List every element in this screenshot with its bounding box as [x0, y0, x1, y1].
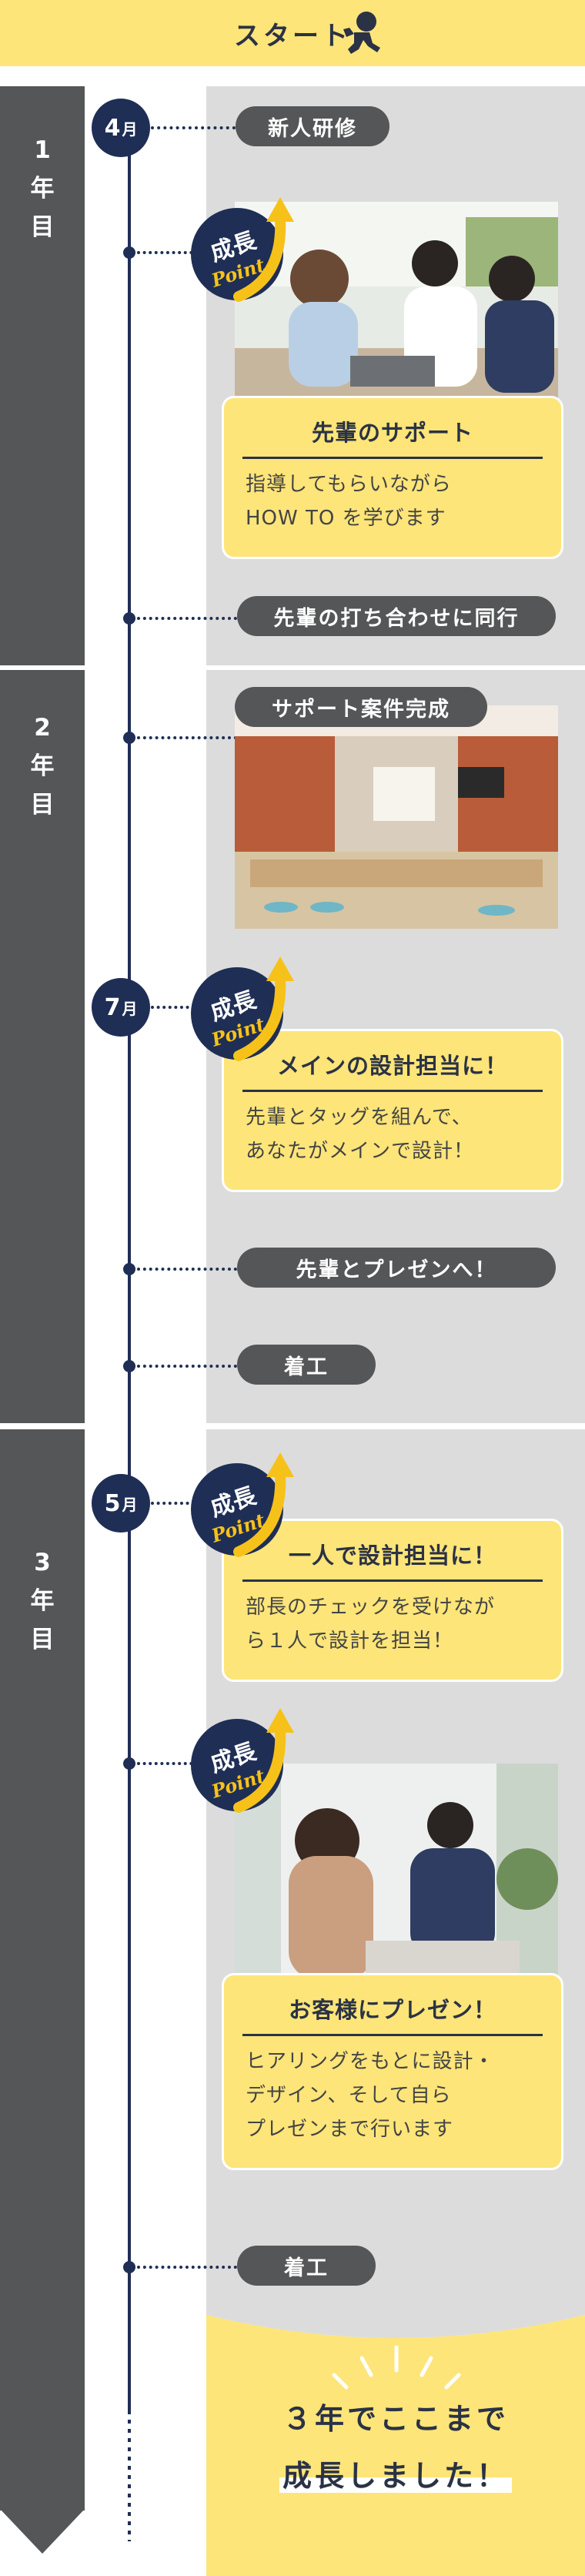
- milestone-accompany: 先輩の打ち合わせに同行: [237, 596, 556, 636]
- card-body-2: ら１人で設計を担当！: [246, 1630, 454, 1653]
- year-3-arrow: [0, 2509, 85, 2554]
- card-title: メインの設計担当に！: [242, 1048, 543, 1092]
- year-3-label-1: 3: [34, 1549, 51, 1576]
- start-label: スタート: [234, 20, 351, 52]
- timeline-dot: [123, 1263, 135, 1275]
- year-3-bar: 3 年 目: [0, 1429, 85, 2511]
- milestone-training: 新人研修: [236, 106, 389, 146]
- connector: [151, 1006, 212, 1009]
- month-num: 5: [104, 1489, 121, 1517]
- connector: [151, 126, 236, 129]
- card-body-1: ヒアリングをもとに設計・: [246, 2050, 495, 2073]
- start-banner: [0, 0, 585, 66]
- goal-line-2: 成長しました！: [206, 2452, 585, 2494]
- card-body-2: あなたがメインで設計！: [246, 1140, 475, 1163]
- milestone-construction-2: 着工: [237, 2246, 376, 2286]
- goal-panel: [206, 2315, 585, 2576]
- timeline-dashed-end: [128, 2410, 131, 2541]
- connector: [137, 736, 237, 739]
- month-unit: 月: [122, 119, 138, 139]
- year-1-bar: 1 年 目: [0, 86, 85, 665]
- timeline-dot: [123, 732, 135, 744]
- goal-line-1-text: ３年でここまで: [282, 2402, 509, 2436]
- milestone-presentation: 先輩とプレゼンへ！: [237, 1248, 556, 1288]
- month-unit: 月: [122, 999, 138, 1018]
- milestone-construction-1: 着工: [237, 1345, 376, 1385]
- card-main-designer: メインの設計担当に！ 先輩とタッグを組んで、 あなたがメインで設計！: [222, 1029, 563, 1192]
- card-title: お客様にプレゼン！: [242, 1992, 543, 2036]
- card-body-2: HOW TO を学びます: [246, 507, 446, 530]
- month-num: 4: [104, 114, 121, 142]
- sparkle-icon: [332, 2345, 461, 2390]
- photo-office-room: [235, 705, 558, 929]
- month-num: 7: [104, 993, 121, 1021]
- month-unit: 月: [122, 1495, 138, 1514]
- connector: [137, 251, 199, 254]
- growth-point-badge: 成長 Point: [191, 1708, 294, 1813]
- photo-client-presentation: [235, 1764, 558, 1979]
- connector: [151, 1502, 212, 1505]
- timeline-dot: [123, 612, 135, 625]
- growth-point-badge: 成長 Point: [191, 956, 294, 1061]
- card-senior-support: 先輩のサポート 指導してもらいながら HOW TO を学びます: [222, 396, 563, 559]
- milestone-support-done: サポート案件完成: [235, 687, 487, 727]
- timeline-line: [128, 108, 131, 2410]
- connector: [137, 617, 237, 620]
- year-1-label-2: 年: [30, 175, 55, 203]
- card-body-1: 部長のチェックを受けなが: [246, 1596, 496, 1619]
- year-1-label-3: 目: [30, 213, 55, 241]
- card-body-1: 指導してもらいながら: [246, 473, 452, 496]
- timeline-dot: [123, 1360, 135, 1372]
- goal-line-1: ３年でここまで: [206, 2395, 585, 2437]
- card-body-3: プレゼンまで行います: [246, 2118, 454, 2141]
- growth-point-badge: 成長 Point: [191, 1452, 294, 1557]
- year-3-label-3: 目: [30, 1626, 55, 1653]
- connector: [137, 2266, 237, 2269]
- connector: [137, 1365, 237, 1368]
- card-body-1: 先輩とタッグを組んで、: [246, 1106, 473, 1129]
- runner-icon: [343, 12, 380, 54]
- goal-message: ３年でここまで 成長しました！: [206, 2395, 585, 2549]
- connector: [137, 1762, 199, 1765]
- growth-point-badge: 成長 Point: [191, 197, 294, 302]
- year-2-label-2: 年: [30, 752, 55, 780]
- year-3-label-2: 年: [30, 1587, 55, 1615]
- year-2-label-3: 目: [30, 791, 55, 819]
- year-2-bar: 2 年 目: [0, 670, 85, 1423]
- timeline-dot: [123, 2261, 135, 2273]
- photo-team-meeting: [235, 202, 558, 402]
- timeline-dot: [123, 246, 135, 259]
- connector: [137, 1268, 237, 1271]
- card-client-presentation: お客様にプレゼン！ ヒアリングをもとに設計・ デザイン、そして自ら プレゼンまで…: [222, 1973, 563, 2170]
- timeline-dot: [123, 1757, 135, 1770]
- card-solo-designer: 一人で設計担当に！ 部長のチェックを受けなが ら１人で設計を担当！: [222, 1519, 563, 1682]
- card-title: 一人で設計担当に！: [242, 1538, 543, 1582]
- card-body-2: デザイン、そして自ら: [246, 2084, 452, 2107]
- year-2-label-1: 2: [34, 714, 51, 742]
- card-title: 先輩のサポート: [242, 415, 543, 459]
- year-1-label-1: 1: [34, 136, 51, 164]
- goal-line-2-text: 成長しました！: [279, 2459, 512, 2493]
